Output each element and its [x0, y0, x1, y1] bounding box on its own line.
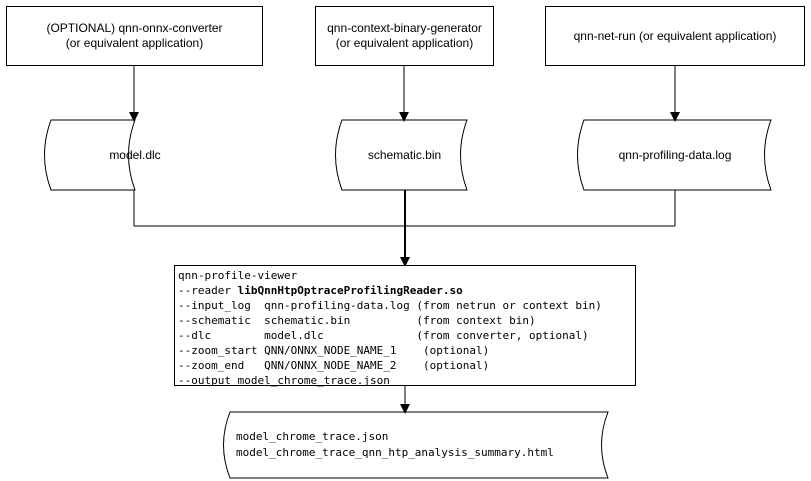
output-line2: model_chrome_trace_qnn_htp_analysis_summ… — [236, 446, 554, 459]
file-label-schematic-bin: schematic.bin — [332, 120, 477, 190]
cmd-line-input-log: --input_log qnn-profiling-data.log (from… — [178, 299, 602, 312]
net-run-box: qnn-net-run (or equivalent application) — [545, 6, 805, 66]
converter-line2: (or equivalent application) — [65, 36, 204, 50]
converter-box: (OPTIONAL) qnn-onnx-converter (or equiva… — [6, 6, 263, 66]
storage-shape-profiling-log — [577, 119, 772, 191]
cmd-line-output: --output model_chrome_trace.json — [178, 374, 390, 387]
file-label-profiling-log: qnn-profiling-data.log — [575, 120, 775, 190]
cmd-reader-flag: --reader — [178, 284, 238, 297]
model-dlc-text: model.dlc — [109, 148, 161, 162]
cmd-line-schematic: --schematic schematic.bin (from context … — [178, 314, 536, 327]
profiling-log-text: qnn-profiling-data.log — [618, 148, 732, 162]
cmd-line-zoom-end: --zoom_end QNN/ONNX_NODE_NAME_2 (optiona… — [178, 359, 490, 372]
schematic-bin-text: schematic.bin — [367, 148, 442, 162]
storage-shape-schematic-bin — [335, 119, 468, 191]
file-label-model-dlc: model.dlc — [42, 120, 228, 190]
context-generator-box: qnn-context-binary-generator (or equival… — [315, 6, 494, 66]
cmd-line-dlc: --dlc model.dlc (from converter, optiona… — [178, 329, 589, 342]
output-files-text: model_chrome_trace.json model_chrome_trac… — [236, 429, 554, 461]
cmd-line-reader: --reader libQnnHtpOptraceProfilingReader… — [178, 283, 635, 298]
storage-shape-model-dlc — [44, 119, 136, 191]
output-line1: model_chrome_trace.json — [236, 430, 389, 443]
converter-line1: (OPTIONAL) qnn-onnx-converter — [46, 21, 223, 35]
storage-shape-outputs — [223, 411, 609, 479]
net-run-line1: qnn-net-run (or equivalent application) — [573, 28, 777, 43]
profile-viewer-command-box: qnn-profile-viewer--reader libQnnHtpOptr… — [174, 265, 636, 387]
context-generator-line2: (or equivalent application) — [335, 36, 474, 50]
cmd-reader-value: libQnnHtpOptraceProfilingReader.so — [237, 284, 463, 297]
cmd-line-zoom-start: --zoom_start QNN/ONNX_NODE_NAME_1 (optio… — [178, 344, 490, 357]
cmd-line-tool: qnn-profile-viewer — [178, 269, 298, 282]
context-generator-line1: qnn-context-binary-generator — [327, 21, 482, 35]
